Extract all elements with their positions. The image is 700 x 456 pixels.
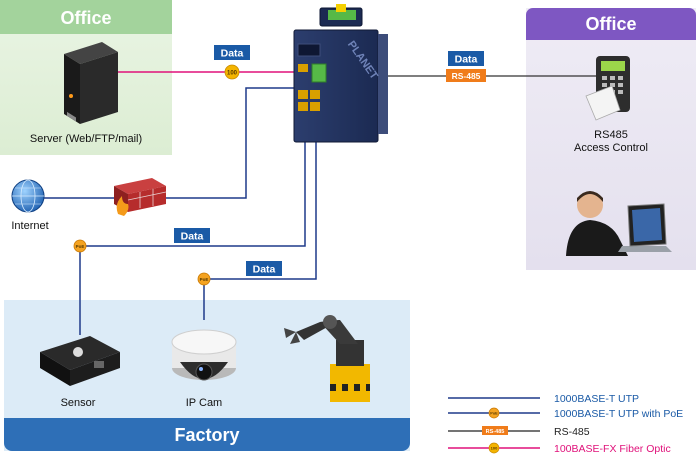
rs485-terminal <box>311 63 327 83</box>
lan-port-3 <box>298 102 308 111</box>
poe-badge-cam: PoE <box>197 272 211 286</box>
lan-port-2 <box>310 90 320 99</box>
svg-text:RS-485: RS-485 <box>486 429 505 435</box>
office-right-title: Office <box>585 14 636 34</box>
svg-text:100: 100 <box>491 446 498 451</box>
office-left-title: Office <box>60 8 111 28</box>
access-display <box>601 61 625 71</box>
legend-item-fiber: 100 100BASE-FX Fiber Optic <box>448 442 671 455</box>
robot-arm-icon <box>284 315 370 402</box>
lan-port-1 <box>298 90 308 99</box>
svg-text:RS-485: RS-485 <box>452 71 481 81</box>
led-panel <box>297 43 321 57</box>
power-terminal-yellow <box>336 4 346 12</box>
sensor-link-line <box>79 118 306 335</box>
access-label-line1: RS485 <box>594 129 628 141</box>
sensor-label: Sensor <box>61 397 96 409</box>
ip-cam-label: IP Cam <box>186 397 222 409</box>
svg-text:1000BASE-T UTP: 1000BASE-T UTP <box>554 393 639 405</box>
access-label-line2: Access Control <box>574 142 648 154</box>
user-laptop-icon <box>566 191 672 256</box>
svg-text:Data: Data <box>253 264 276 276</box>
legend-item-rs485: RS-485 RS-485 <box>448 426 590 438</box>
data-tag-sensor: Data <box>174 228 210 243</box>
fire-icon <box>116 196 129 216</box>
legend-item-poe: PoE 1000BASE-T UTP with PoE <box>448 407 683 420</box>
svg-text:100BASE-FX Fiber Optic: 100BASE-FX Fiber Optic <box>554 443 671 455</box>
svg-text:Data: Data <box>455 54 478 66</box>
sensor-icon[interactable] <box>40 336 120 386</box>
sensor-port <box>94 361 104 368</box>
svg-text:Data: Data <box>181 231 204 243</box>
svg-text:Data: Data <box>221 48 244 60</box>
data-tag-cam: Data <box>246 261 282 276</box>
factory-title: Factory <box>174 425 239 445</box>
svg-text:PoE: PoE <box>76 244 85 249</box>
lan-port-4 <box>310 102 320 111</box>
globe-icon[interactable] <box>11 179 45 213</box>
fiber-100-badge: 100 <box>224 64 240 80</box>
power-terminal-green <box>328 10 356 20</box>
server-icon[interactable] <box>64 42 118 124</box>
svg-text:100: 100 <box>227 71 238 77</box>
internet-label: Internet <box>11 220 48 232</box>
sfp-port <box>298 64 308 72</box>
svg-text:PoE: PoE <box>200 277 209 282</box>
industrial-switch[interactable]: PLANET <box>293 4 388 143</box>
poe-badge-sensor: PoE <box>73 239 87 253</box>
data-tag-rs485: Data <box>448 51 484 66</box>
din-rail-bracket <box>378 34 388 134</box>
sensor-logo <box>73 347 83 357</box>
server-label: Server (Web/FTP/mail) <box>30 133 142 145</box>
rs485-badge: RS-485 <box>446 69 486 82</box>
access-control-icon[interactable] <box>585 56 630 121</box>
legend-item-utp: 1000BASE-T UTP <box>448 393 639 405</box>
firewall-icon <box>114 178 167 216</box>
svg-text:PoE: PoE <box>490 412 498 416</box>
server-led <box>69 94 73 98</box>
access-card <box>585 85 621 121</box>
laptop-base <box>618 246 672 252</box>
zone-office-right: Office <box>526 8 696 270</box>
svg-text:1000BASE-T UTP with PoE: 1000BASE-T UTP with PoE <box>554 408 683 420</box>
zone-office-left: Office <box>0 0 172 155</box>
ip-camera-icon[interactable] <box>171 329 237 381</box>
cam-link-line <box>203 118 317 320</box>
legend: 1000BASE-T UTP PoE 1000BASE-T UTP with P… <box>448 393 683 455</box>
data-tag-fiber: Data <box>214 45 250 60</box>
robot-gripper <box>284 328 300 344</box>
svg-text:RS-485: RS-485 <box>554 426 590 438</box>
server-drive <box>67 111 76 122</box>
